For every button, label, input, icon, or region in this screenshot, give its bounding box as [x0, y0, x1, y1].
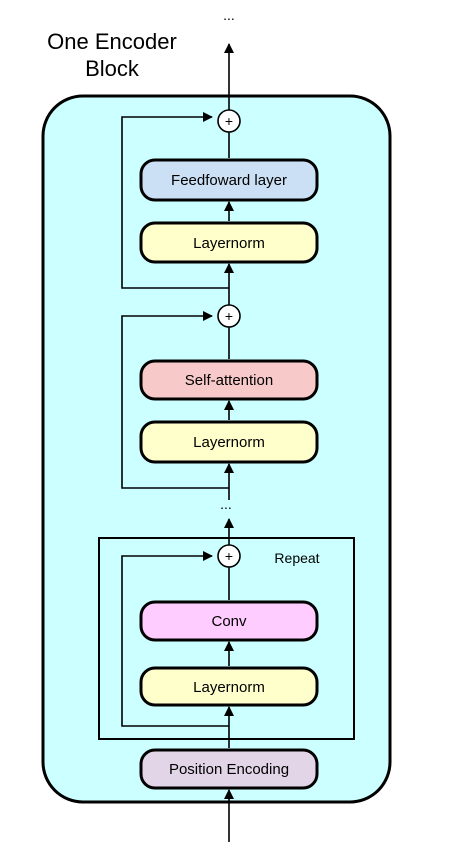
- layernorm-middle-box: Layernorm: [139, 420, 319, 464]
- plus-node-repeat: +: [217, 544, 241, 568]
- top-ellipsis: ...: [223, 7, 235, 23]
- position-encoding-box: Position Encoding: [139, 748, 319, 790]
- feedforward-residual-path: [121, 112, 229, 289]
- layernorm-top-label: Layernorm: [193, 235, 265, 252]
- middle-ellipsis: ...: [220, 496, 232, 512]
- feedforward-layer-label: Feedfoward layer: [171, 172, 287, 189]
- conv-label: Conv: [211, 613, 247, 630]
- repeat-label: Repeat: [274, 550, 319, 566]
- self-attention-label: Self-attention: [185, 372, 273, 389]
- layernorm-middle-label: Layernorm: [193, 434, 265, 451]
- self-attention-box: Self-attention: [139, 359, 319, 401]
- attention-residual-path: [121, 311, 229, 489]
- plus-sign-top: +: [225, 113, 233, 129]
- conv-box: Conv: [139, 600, 319, 642]
- diagram-title-line1: One Encoder: [47, 29, 177, 54]
- plus-sign-middle: +: [225, 308, 233, 324]
- diagram-title-line2: Block: [85, 56, 140, 81]
- repeat-box: [98, 537, 355, 740]
- layernorm-bottom-label: Layernorm: [193, 679, 265, 696]
- feedforward-layer-box: Feedfoward layer: [139, 158, 319, 202]
- repeat-residual-path: [121, 551, 229, 727]
- plus-sign-repeat: +: [225, 548, 233, 564]
- layernorm-bottom-box: Layernorm: [139, 666, 319, 707]
- plus-node-middle: +: [217, 304, 241, 328]
- layernorm-top-box: Layernorm: [139, 221, 319, 264]
- position-encoding-label: Position Encoding: [169, 761, 289, 778]
- plus-node-top: +: [217, 109, 241, 133]
- connectors: [121, 43, 234, 842]
